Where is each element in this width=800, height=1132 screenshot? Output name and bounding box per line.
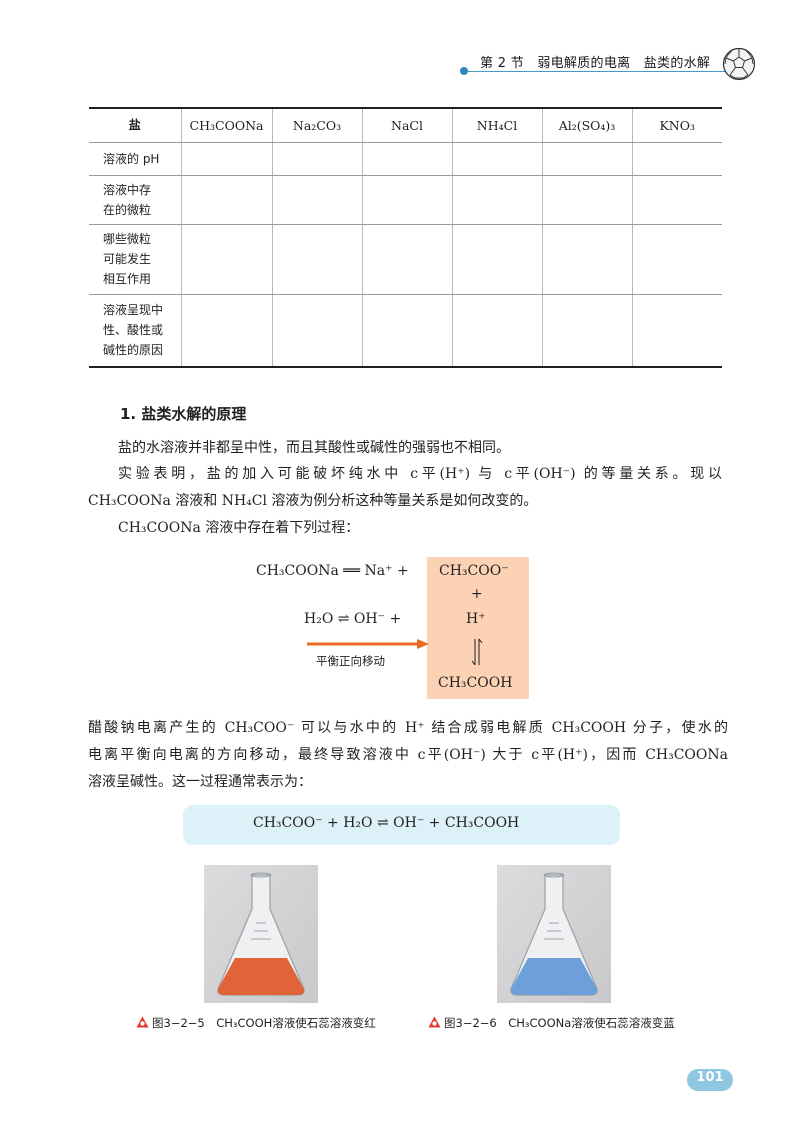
paragraph-line: 实验表明，盐的加入可能破坏纯水中 c平(H⁺) 与 c平(OH⁻) 的等量关系。… — [118, 466, 722, 482]
row-label: 溶液的 pH — [89, 142, 182, 176]
paragraph-line: CH₃COONa 溶液和 NH₄Cl 溶液为例分析这种等量关系是如何改变的。 — [88, 493, 538, 509]
blank-cell — [452, 142, 543, 176]
blank-cell — [542, 175, 633, 225]
blank-cell — [542, 142, 633, 176]
blank-cell — [452, 224, 543, 295]
hydrogen-ion: H⁺ — [466, 611, 486, 627]
table-row: 溶液呈现中 性、酸性或 碱性的原因 — [89, 294, 722, 368]
salt-column-header: NaCl — [362, 107, 453, 143]
flask-photo-red — [204, 865, 318, 1003]
row-label-text: 溶液中存 在的微粒 — [103, 182, 152, 217]
salt-column-header: KNO₃ — [632, 107, 722, 143]
figure-caption: 图3−2−5 CH₃COOH溶液使石蕊溶液变红 — [152, 1016, 376, 1030]
row-label: 哪些微粒 可能发生 相互作用 — [89, 224, 182, 295]
blank-cell — [181, 224, 273, 295]
table-row: 溶液的 pH — [89, 142, 722, 176]
page-number-badge — [687, 1069, 733, 1091]
blank-cell — [272, 175, 363, 225]
row-label: 溶液呈现中 性、酸性或 碱性的原因 — [89, 294, 182, 368]
header-rule — [464, 71, 726, 72]
equilibrium-arrow-vertical-icon — [471, 638, 483, 666]
salt-hydrolysis-table: 盐 CH₃COONa Na₂CO₃ NaCl NH₄Cl Al₂(SO₄)₃ K… — [89, 107, 722, 368]
figure-caption: 图3−2−6 CH₃COONa溶液使石蕊溶液变蓝 — [444, 1016, 675, 1030]
paragraph: 实验表明，盐的加入可能破坏纯水中 c平(H⁺) 与 c平(OH⁻) 的等量关系。… — [88, 461, 722, 515]
flask-photo-blue — [497, 865, 611, 1003]
hydrolysis-equation: CH₃COO⁻ + H₂O ⇌ OH⁻ + CH₃COOH — [253, 815, 520, 831]
row-label-text: 哪些微粒 可能发生 相互作用 — [103, 232, 152, 286]
blank-cell — [542, 294, 633, 368]
ionization-diagram: CH₃COONa ══ Na⁺ + CH₃COO⁻ + H₂O ⇌ OH⁻ + … — [240, 553, 540, 703]
table-row: 溶液中存 在的微粒 — [89, 175, 722, 225]
water-ionization: H₂O ⇌ OH⁻ + — [304, 611, 402, 627]
running-header: 第 2 节 弱电解质的电离 盐类的水解 — [480, 56, 711, 71]
blank-cell — [362, 142, 453, 176]
blank-cell — [272, 142, 363, 176]
blank-cell — [452, 175, 543, 225]
blank-cell — [272, 294, 363, 368]
paragraph-line: 溶液呈碱性。这一过程通常表示为： — [88, 774, 312, 790]
blank-cell — [362, 175, 453, 225]
fullerene-ball-icon — [722, 47, 756, 81]
highlight-box — [427, 557, 529, 699]
blank-cell — [362, 294, 453, 368]
blank-cell — [542, 224, 633, 295]
table-row: 哪些微粒 可能发生 相互作用 — [89, 224, 722, 295]
equation-box — [183, 805, 620, 845]
paragraph-line: 醋酸钠电离产生的 CH₃COO⁻ 可以与水中的 H⁺ 结合成弱电解质 CH₃CO… — [88, 720, 728, 736]
blank-cell — [181, 175, 273, 225]
salt-column-header: CH₃COONa — [181, 107, 273, 143]
salt-column-header: NH₄Cl — [452, 107, 543, 143]
paragraph: 盐的水溶液并非都呈中性，而且其酸性或碱性的强弱也不相同。 — [118, 440, 510, 456]
table-header-row: 盐 CH₃COONa Na₂CO₃ NaCl NH₄Cl Al₂(SO₄)₃ K… — [89, 107, 722, 143]
section-heading: 1. 盐类水解的原理 — [120, 405, 247, 423]
paragraph-line: 电离平衡向电离的方向移动，最终导致溶液中 c平(OH⁻) 大于 c平(H⁺)，因… — [88, 747, 728, 763]
blank-cell — [362, 224, 453, 295]
salt-column-header: Na₂CO₃ — [272, 107, 363, 143]
blank-cell — [632, 175, 722, 225]
shift-label: 平衡正向移动 — [316, 654, 385, 668]
plus-sign: + — [471, 586, 483, 602]
row-label-text: 溶液呈现中 性、酸性或 碱性的原因 — [103, 303, 164, 358]
paragraph: 醋酸钠电离产生的 CH₃COO⁻ 可以与水中的 H⁺ 结合成弱电解质 CH₃CO… — [88, 715, 728, 796]
blank-cell — [272, 224, 363, 295]
acetate-ion: CH₃COO⁻ — [439, 563, 509, 579]
blank-cell — [632, 294, 722, 368]
blank-cell — [181, 294, 273, 368]
caption-marker-icon — [136, 1016, 149, 1028]
row-label-text: 溶液的 pH — [103, 151, 160, 166]
page-number: 101 — [696, 1070, 724, 1085]
salt-column-header: Al₂(SO₄)₃ — [542, 107, 633, 143]
blank-cell — [181, 142, 273, 176]
blank-cell — [452, 294, 543, 368]
sodium-acetate-dissociation: CH₃COONa ══ Na⁺ + — [256, 563, 409, 579]
blank-cell — [632, 142, 722, 176]
table-corner-cell: 盐 — [89, 107, 182, 143]
row-label: 溶液中存 在的微粒 — [89, 175, 182, 225]
acetic-acid: CH₃COOH — [438, 675, 513, 691]
blank-cell — [632, 224, 722, 295]
forward-shift-arrow-icon — [307, 639, 429, 649]
header-dot — [460, 67, 468, 75]
caption-marker-icon — [428, 1016, 441, 1028]
paragraph: CH₃COONa 溶液中存在着下列过程： — [118, 520, 360, 536]
